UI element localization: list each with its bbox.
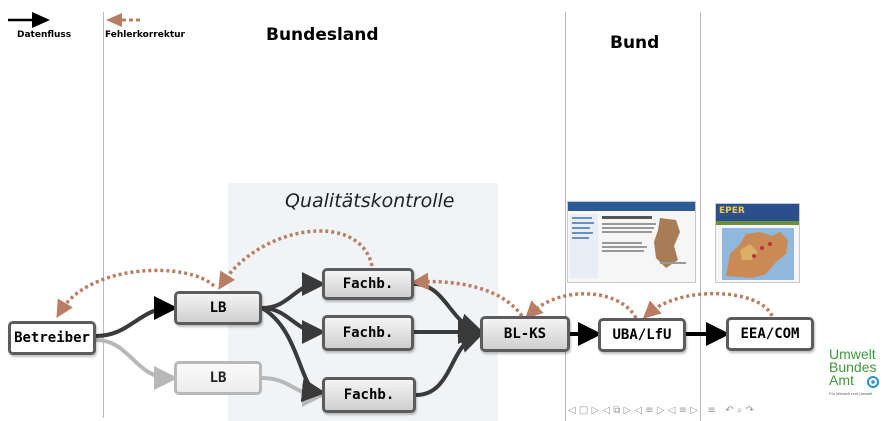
legend-dataflow-label: Datenfluss (17, 30, 72, 40)
node-eea: EEA/COM (726, 317, 814, 351)
separator-federal-eu (700, 12, 701, 421)
correction-arrow-fachb-lb (218, 229, 374, 290)
node-fachb-2: Fachb. (322, 315, 414, 351)
dataflow-arrowhead-icon (32, 12, 50, 28)
eper-title: EPER (719, 206, 745, 216)
legend-correction-label: Fehlerkorrektur (105, 30, 185, 40)
flow-arrow-operator-lb-bottom (95, 338, 178, 390)
logo-line-1: Umwelt (829, 346, 876, 362)
quality-control-label: Qualitätskontrolle (285, 190, 455, 212)
logo-line-2: Bundes (829, 359, 877, 375)
separator-state-federal (565, 12, 566, 421)
correction-arrow-lb-operator (56, 268, 216, 318)
flow-arrow-lb-fachb2 (261, 306, 326, 344)
node-uba: UBA/LfU (598, 318, 686, 352)
flow-arrow-operator-lb-top (95, 296, 178, 338)
node-lb-top: LB (174, 291, 262, 325)
website-thumbnail-uba (567, 201, 696, 283)
website-thumbnail-eper: EPER (715, 203, 800, 283)
node-fachb-1: Fachb. (322, 268, 414, 300)
flow-arrow-fachb3-blks (415, 329, 484, 397)
correction-arrowhead-icon (106, 13, 122, 27)
correction-arrow-blks-fachb (411, 272, 524, 318)
node-bl-ks: BL-KS (480, 316, 570, 352)
section-title-state: Bundesland (266, 25, 379, 45)
correction-arrow-uba-blks (524, 292, 638, 319)
slide-navigation-bar[interactable]: ◁ □ ▷ ◁ ⧉ ▷ ◁ ≡ ▷ ◁ ≡ ▷ ≡ ↶ ⌕ ↷ (568, 405, 755, 416)
node-fachb-3: Fachb. (322, 377, 416, 413)
logo-line-3: Amt (829, 372, 854, 388)
node-lb-bottom: LB (174, 361, 262, 395)
separator-legend (103, 12, 104, 418)
correction-arrow-eea-uba (642, 291, 774, 319)
node-operator: Betreiber (8, 321, 96, 355)
logo-tagline: Für Mensch und Umwelt (829, 391, 873, 396)
flow-arrow-lb-fachb3 (260, 306, 326, 403)
section-title-federal: Bund (610, 33, 660, 53)
